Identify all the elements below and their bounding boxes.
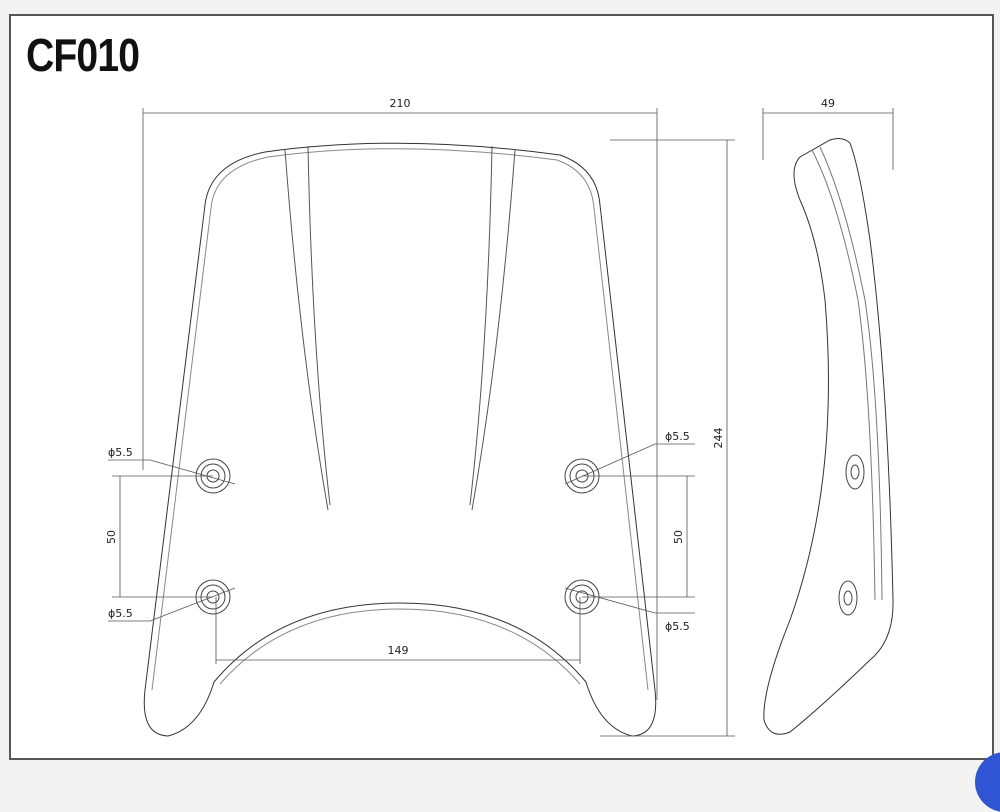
dimension-width: 210 — [390, 97, 411, 110]
technical-drawing: 210 244 49 50 50 149 ϕ5.5 ϕ5.5 ϕ5.5 ϕ5.5 — [105, 97, 894, 737]
rib-right — [469, 145, 516, 511]
drawing-frame — [9, 14, 994, 760]
hole-diameter-top-right: ϕ5.5 — [665, 430, 690, 443]
dimension-hole-spacing-left: 50 — [105, 530, 118, 544]
dimension-height: 244 — [712, 428, 725, 449]
hole-diameter-bottom-left: ϕ5.5 — [108, 607, 133, 620]
dimension-depth: 49 — [821, 97, 835, 110]
side-mount-hole-top — [845, 454, 865, 490]
dimension-hole-spacing-horizontal: 149 — [388, 644, 409, 657]
rib-left — [284, 145, 331, 511]
windscreen-front-inner-outline — [151, 148, 649, 691]
side-mount-hole-bottom — [838, 580, 858, 616]
part-number-title: CF010 — [26, 29, 140, 81]
windscreen-front-outline — [143, 142, 657, 737]
windscreen-side-outline — [763, 138, 894, 735]
hole-diameter-top-left: ϕ5.5 — [108, 446, 133, 459]
hole-diameter-bottom-right: ϕ5.5 — [665, 620, 690, 633]
dimension-hole-spacing-right: 50 — [672, 530, 685, 544]
